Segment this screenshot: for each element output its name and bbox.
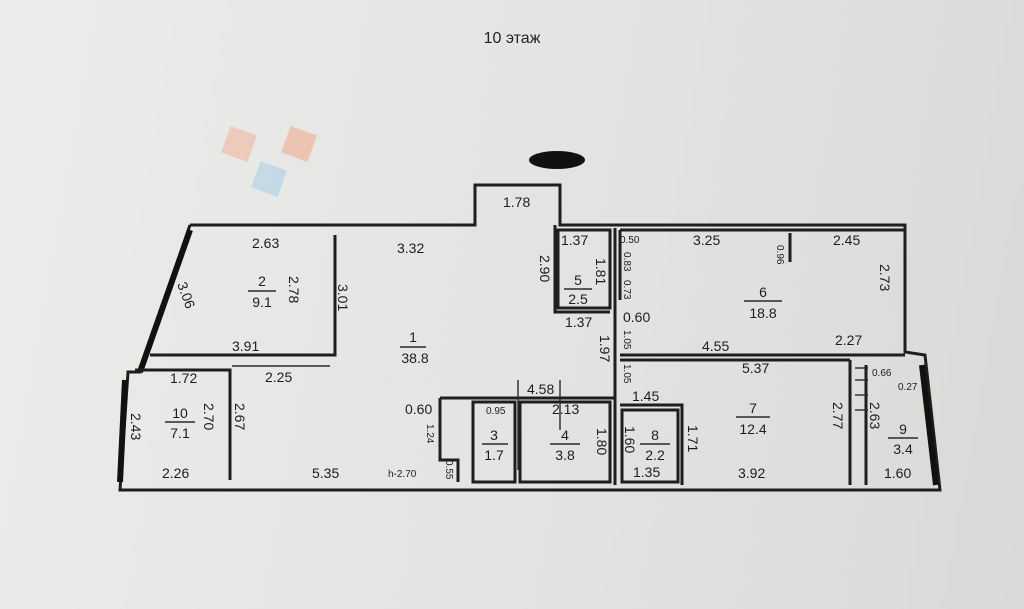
dim: 2.43 (128, 413, 144, 440)
interior-walls (135, 225, 905, 485)
room-3-area: 1.7 (484, 447, 504, 463)
dim: 1.71 (685, 425, 701, 452)
dim: 0.73 (621, 280, 632, 300)
dim: 2.45 (833, 232, 860, 248)
dim: 5.35 (312, 465, 339, 481)
dim: 1.72 (170, 370, 197, 386)
dim: 1.05 (621, 330, 632, 350)
dim: 2.90 (537, 255, 553, 282)
window-room-9 (919, 364, 939, 486)
dim: 2.73 (877, 264, 893, 291)
room-5-area: 2.5 (568, 291, 588, 307)
room-7-number: 7 (749, 400, 757, 416)
dim: 3.06 (174, 280, 198, 311)
dim: 1.81 (593, 258, 609, 285)
outer-wall (118, 183, 942, 492)
dim: 2.77 (830, 402, 846, 429)
dim: 1.05 (621, 364, 632, 384)
dim: 0.60 (623, 309, 650, 325)
room-4-number: 4 (561, 427, 569, 443)
room-10-area: 7.1 (170, 425, 190, 441)
dim: 3.92 (738, 465, 765, 481)
room-7-area: 12.4 (739, 421, 766, 437)
dim: 3.01 (335, 284, 351, 311)
dim: 0.55 (443, 460, 454, 480)
dim: 0.95 (486, 406, 506, 417)
dim: 2.67 (232, 403, 248, 430)
room-6-area: 18.8 (749, 305, 776, 321)
dim: 1.37 (561, 232, 588, 248)
room-9-number: 9 (899, 421, 907, 437)
room-2-number: 2 (258, 273, 266, 289)
dim: 0.96 (774, 245, 785, 265)
room-3-number: 3 (490, 427, 498, 443)
dim: 0.60 (405, 401, 432, 417)
dim: 0.50 (620, 235, 640, 246)
redaction-mark (529, 151, 585, 169)
ceiling-height-label: h-2.70 (388, 469, 417, 480)
room-8-area: 2.2 (645, 447, 665, 463)
dim: 1.37 (565, 314, 592, 330)
watermark-moreon-logo (221, 126, 317, 197)
dim: 1.35 (633, 464, 660, 480)
dim: 2.70 (201, 403, 217, 430)
room-4-area: 3.8 (555, 447, 575, 463)
floor-title: 10 этаж (483, 30, 541, 47)
dim: 3.25 (693, 232, 720, 248)
dim: 0.83 (621, 252, 632, 272)
window-room-2 (137, 229, 193, 373)
room-1-number: 1 (409, 329, 417, 345)
dim: 2.78 (286, 276, 302, 303)
dim: 5.37 (742, 360, 769, 376)
room-1-area: 38.8 (401, 350, 428, 366)
dim: 1.80 (594, 428, 610, 455)
dim: 2.26 (162, 465, 189, 481)
dim: 2.25 (265, 369, 292, 385)
room-5-number: 5 (574, 272, 582, 288)
dim: 1.24 (424, 424, 435, 444)
room-6-number: 6 (759, 284, 767, 300)
dim: 0.27 (898, 382, 918, 393)
room-2-area: 9.1 (252, 294, 272, 310)
dim: 3.91 (232, 338, 259, 354)
room-labels: 1 38.8 2 9.1 3 1.7 4 3.8 5 2.5 6 18.8 7 … (165, 272, 918, 463)
dim: 3.32 (397, 240, 424, 256)
dim: 2.63 (252, 235, 279, 251)
dim: 2.13 (552, 401, 579, 417)
dim: 1.60 (622, 426, 638, 453)
dim: 2.27 (835, 332, 862, 348)
room-10-number: 10 (172, 405, 188, 421)
dim: 2.63 (867, 402, 883, 429)
dim: 4.58 (527, 381, 554, 397)
room-9-area: 3.4 (893, 441, 913, 457)
room-8-number: 8 (651, 427, 659, 443)
dim: 0.66 (872, 368, 892, 379)
window-room-10 (117, 379, 128, 483)
dim: 1.45 (632, 388, 659, 404)
dim: 1.97 (597, 335, 613, 362)
dim: 1.60 (884, 465, 911, 481)
dim: 1.78 (503, 194, 530, 210)
dimension-labels: 1.78 2.63 3.32 2.90 1.37 1.81 0.50 0.83 … (128, 194, 918, 481)
dim: 4.55 (702, 338, 729, 354)
